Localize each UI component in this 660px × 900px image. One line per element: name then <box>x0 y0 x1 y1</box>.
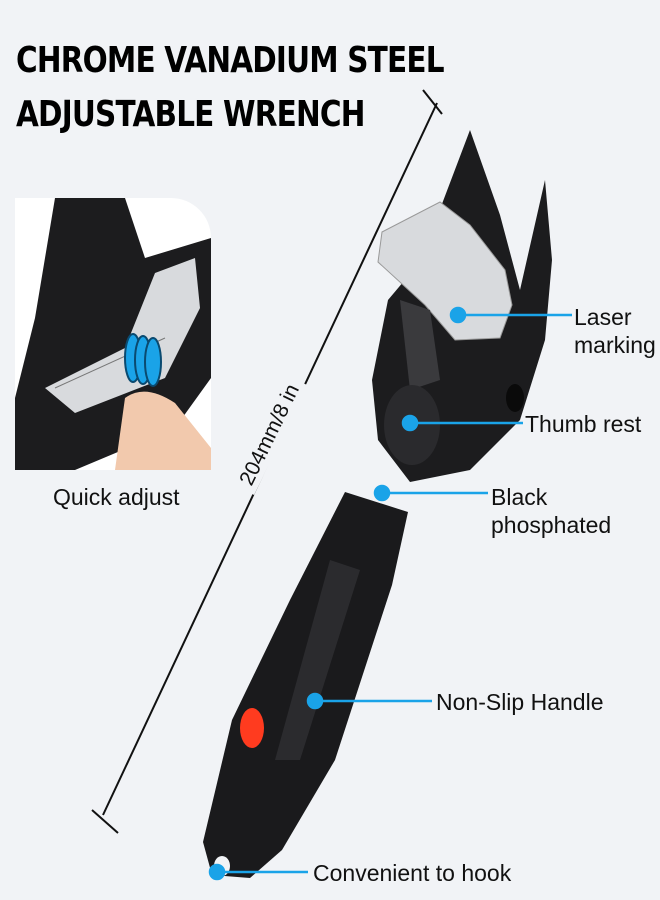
quick-adjust-inset <box>15 198 211 470</box>
title-line-2: ADJUSTABLE WRENCH <box>16 94 365 135</box>
callout-text: Laser <box>574 304 632 330</box>
title-line-1: CHROME VANADIUM STEEL <box>16 40 445 81</box>
callout-convenient-to-hook: Convenient to hook <box>313 860 512 886</box>
callout-lines <box>208 306 572 881</box>
red-button-icon <box>240 708 264 748</box>
callout-text: Black <box>491 484 548 510</box>
callout-text: marking <box>574 332 656 358</box>
callout-text: phosphated <box>491 512 612 538</box>
callout-laser-marking: Laser marking <box>574 303 656 359</box>
wrench-handle <box>203 492 408 878</box>
callout-non-slip-handle: Non-Slip Handle <box>436 689 604 715</box>
callout-black-phosphated: Black phosphated <box>491 483 611 539</box>
inset-caption: Quick adjust <box>53 484 180 510</box>
wrench-head <box>372 130 552 482</box>
callout-thumb-rest: Thumb rest <box>525 411 642 437</box>
